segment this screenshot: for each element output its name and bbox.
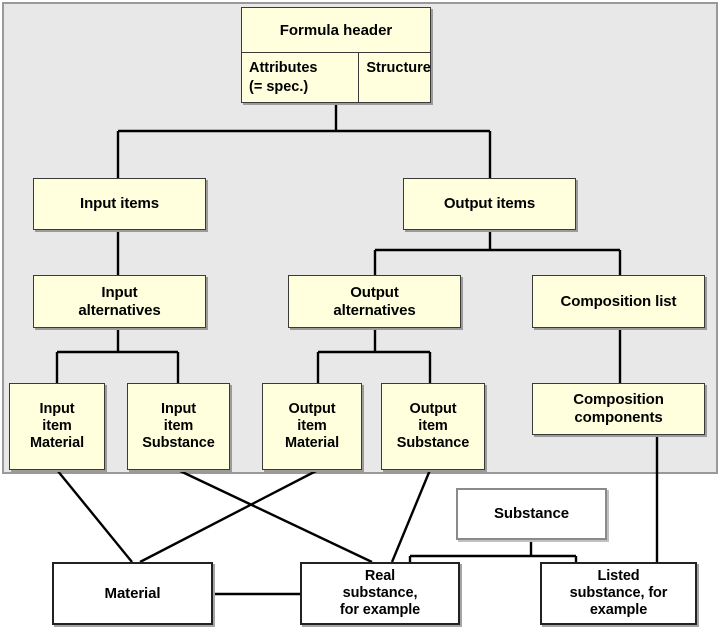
node-composition-components-label-1: Composition (573, 391, 664, 409)
connector-input-item-substance-to-real-substance (177, 468, 373, 564)
node-output-alternatives[interactable]: Output alternatives (288, 275, 461, 328)
node-output-item-substance-label-2: item (418, 417, 448, 434)
attributes-spec-label: (= spec.) (249, 78, 309, 95)
node-substance-label: Substance (494, 505, 569, 523)
node-output-item-substance-label-1: Output (409, 400, 457, 417)
connector-output-item-material-to-material (139, 468, 319, 564)
connector-input-item-material-to-material (56, 469, 133, 563)
node-input-item-material[interactable]: Input item Material (9, 383, 105, 470)
node-composition-list[interactable]: Composition list (532, 275, 705, 328)
node-output-items[interactable]: Output items (403, 178, 576, 230)
attributes-label: Attributes (249, 60, 318, 76)
node-output-alternatives-label-2: alternatives (333, 301, 416, 319)
node-input-item-material-label-1: Input (39, 400, 75, 417)
node-output-item-material[interactable]: Output item Material (262, 383, 362, 470)
structure-label: Structure (366, 60, 431, 76)
node-listed-substance[interactable]: Listed substance, for example (540, 562, 697, 625)
node-material-label: Material (104, 584, 161, 602)
node-input-item-substance-label-1: Input (161, 400, 196, 417)
node-output-item-material-label-2: item (297, 417, 327, 434)
node-real-substance-label-1: Real (364, 567, 396, 584)
connector-output-item-substance-to-real-substance (390, 469, 432, 563)
node-composition-components-label-2: components (574, 409, 663, 426)
node-input-item-material-label-2: item (42, 417, 72, 434)
node-output-item-material-label-1: Output (288, 400, 336, 417)
node-output-item-substance[interactable]: Output item Substance (381, 383, 485, 470)
node-real-substance[interactable]: Real substance, for example (300, 562, 460, 625)
node-listed-substance-label-2: substance, for (569, 584, 668, 601)
node-input-item-substance-label-3: Substance (142, 435, 215, 452)
node-material[interactable]: Material (52, 562, 213, 625)
node-composition-components[interactable]: Composition components (532, 383, 705, 435)
node-real-substance-label-3: for example (339, 602, 421, 619)
node-output-item-substance-label-3: Substance (396, 435, 470, 452)
node-substance[interactable]: Substance (456, 488, 607, 540)
node-input-items[interactable]: Input items (33, 178, 206, 230)
node-listed-substance-label-3: example (589, 602, 648, 619)
node-input-alternatives[interactable]: Input alternatives (33, 275, 206, 328)
node-output-alternatives-label-1: Output (350, 283, 399, 301)
node-input-items-label: Input items (80, 195, 159, 213)
node-input-item-material-label-3: Material (30, 435, 84, 452)
node-composition-list-label: Composition list (560, 292, 677, 310)
node-input-alternatives-label-1: Input (101, 283, 138, 301)
formula-header-structure-cell[interactable]: Structure (359, 53, 436, 102)
formula-header-attributes-cell[interactable]: Attributes (= spec.) (242, 53, 360, 102)
node-output-items-label: Output items (443, 195, 536, 213)
node-output-item-material-label-3: Material (285, 435, 339, 452)
node-listed-substance-label-1: Listed (597, 567, 640, 584)
node-input-item-substance[interactable]: Input item Substance (127, 383, 230, 470)
formula-header-title: Formula header (242, 8, 430, 53)
node-input-item-substance-label-2: item (163, 417, 194, 434)
node-input-alternatives-label-2: alternatives (78, 301, 161, 319)
formula-header-cells: Attributes (= spec.) Structure (242, 53, 431, 102)
node-real-substance-label-2: substance, (342, 584, 418, 601)
formula-header-box[interactable]: Formula header Attributes (= spec.) Stru… (241, 7, 431, 103)
